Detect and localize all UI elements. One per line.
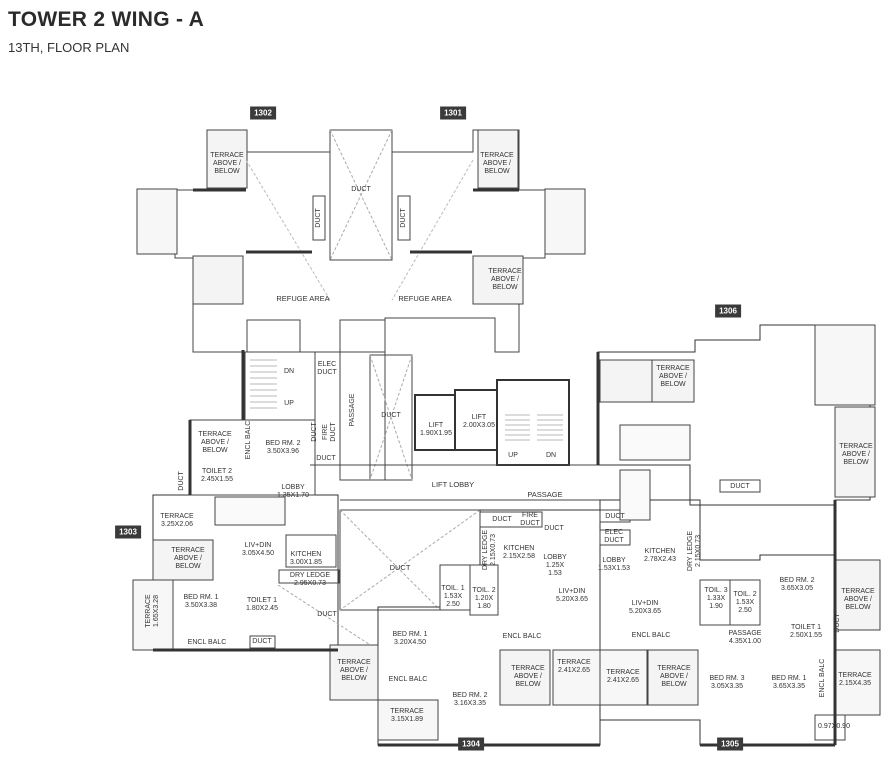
room-label: TERRACE ABOVE / BELOW <box>488 268 522 291</box>
room-label: DUCT <box>315 208 322 228</box>
room-label: DUCT <box>492 516 512 523</box>
unit-tag-1304: 1304 <box>458 737 484 751</box>
room-label: 0.97X0.90 <box>818 723 850 730</box>
room-label: FIRE DUCT <box>520 512 540 527</box>
room-label: BED RM. 1 3.50X3.38 <box>183 594 219 609</box>
room-label: DUCT <box>544 525 564 532</box>
room-label: TOIL. 1 1.53X 2.50 <box>441 585 465 608</box>
room-label: BED RM. 2 3.65X3.05 <box>779 577 815 592</box>
room-label: DUCT <box>316 455 336 462</box>
room-label: TOILET 1 1.80X2.45 <box>246 597 278 612</box>
room-label: DUCT <box>400 208 407 228</box>
unit-tag-1306: 1306 <box>715 304 741 318</box>
room-label: TOIL. 2 1.53X 2.50 <box>733 591 757 614</box>
page-subtitle: 13TH, FLOOR PLAN <box>8 40 130 55</box>
room-label: PASSAGE <box>349 393 356 427</box>
unit-tag-1303: 1303 <box>115 525 141 539</box>
room-label: REFUGE AREA <box>276 294 330 303</box>
room-label: TERRACE ABOVE / BELOW <box>657 665 691 688</box>
room-label: LIFT 1.90X1.95 <box>420 422 452 437</box>
room-label: TOIL. 3 1.33X 1.90 <box>704 587 728 610</box>
room-label: TERRACE ABOVE / BELOW <box>171 547 205 570</box>
unit-tag-1301: 1301 <box>440 106 466 120</box>
room-label: TERRACE ABOVE / BELOW <box>210 152 244 175</box>
room-label: DUCT <box>317 611 337 618</box>
room-label: DUCT <box>605 513 625 520</box>
page-title: TOWER 2 WING - A <box>8 8 205 31</box>
room-label: DUCT <box>834 613 841 633</box>
room-label: KITCHEN 3.00X1.85 <box>290 551 322 566</box>
room-label: LOBBY 1.35X1.70 <box>277 484 309 499</box>
room-label: TERRACE 2.15X4.35 <box>838 672 872 687</box>
room-label: TERRACE 2.41X2.65 <box>557 659 591 674</box>
room-label: BED RM. 3 3.05X3.35 <box>709 675 745 690</box>
room-label: LIV+DIN 5.20X3.65 <box>556 588 588 603</box>
room-label: DUCT <box>381 412 401 419</box>
room-label: TERRACE 3.15X1.89 <box>390 708 424 723</box>
room-label: ENCL BALC <box>187 639 227 646</box>
room-label: LOBBY 1.25X 1.53 <box>543 554 567 577</box>
room-label: BED RM. 1 3.65X3.35 <box>771 675 807 690</box>
room-label: BED RM. 1 3.20X4.50 <box>392 631 428 646</box>
room-label: TERRACE ABOVE / BELOW <box>839 443 873 466</box>
room-label: DN <box>545 452 557 459</box>
room-label: TOILET 1 2.50X1.55 <box>790 624 822 639</box>
room-label: FIRE DUCT <box>322 422 337 442</box>
room-label: PASSAGE 4.35X1.00 <box>728 630 762 645</box>
room-label: DRY LEDGE 2.95X0.73 <box>289 572 331 587</box>
room-label: ENCL BALC <box>502 633 542 640</box>
room-label: ENCL BALC <box>631 632 671 639</box>
room-label: DN <box>283 368 295 375</box>
room-label: TERRACE 2.41X2.65 <box>606 669 640 684</box>
room-label: LIFT 2.00X3.05 <box>463 414 495 429</box>
room-label: ENCL BALC <box>388 676 428 683</box>
room-label: TERRACE ABOVE / BELOW <box>841 588 875 611</box>
room-label: PASSAGE <box>527 490 563 499</box>
room-label: TERRACE ABOVE / BELOW <box>198 431 232 454</box>
room-label: TERRACE ABOVE / BELOW <box>656 365 690 388</box>
room-label: DUCT <box>389 563 411 572</box>
unit-tag-1302: 1302 <box>250 106 276 120</box>
room-label: UP <box>508 452 518 459</box>
room-label: ELEC DUCT <box>317 361 337 376</box>
room-label: BED RM. 2 3.16X3.35 <box>452 692 488 707</box>
room-label: DUCT <box>730 483 750 490</box>
room-label: UP <box>284 400 294 407</box>
room-label: ELEC DUCT <box>604 529 624 544</box>
room-label: DUCT <box>351 186 371 193</box>
room-label: LIFT LOBBY <box>431 480 475 489</box>
room-label: DRY LEDGE 2.15X0.73 <box>687 530 702 572</box>
unit-tag-1305: 1305 <box>717 737 743 751</box>
room-label: ENCL BALC <box>819 658 826 698</box>
room-label: TERRACE ABOVE / BELOW <box>337 659 371 682</box>
room-label: TOIL. 2 1.20X 1.80 <box>472 587 496 610</box>
room-label: DUCT <box>311 422 318 442</box>
room-label: TERRACE 3.25X2.06 <box>160 513 194 528</box>
room-label: KITCHEN 2.15X2.58 <box>503 545 535 560</box>
room-label: LIV+DIN 5.20X3.65 <box>629 600 661 615</box>
room-label: LOBBY 1.53X1.53 <box>598 557 630 572</box>
room-label: DRY LEDGE 2.15X0.73 <box>482 529 497 571</box>
room-label: BED RM. 2 3.50X3.96 <box>265 440 301 455</box>
room-label: DUCT <box>252 638 272 645</box>
room-label: REFUGE AREA <box>398 294 452 303</box>
room-label: TOILET 2 2.45X1.55 <box>201 468 233 483</box>
room-label: TERRACE ABOVE / BELOW <box>511 665 545 688</box>
room-label: DUCT <box>178 471 185 491</box>
room-label: ENCL BALC <box>245 420 252 460</box>
room-label: LIV+DIN 3.05X4.50 <box>242 542 274 557</box>
room-label: TERRACE ABOVE / BELOW <box>480 152 514 175</box>
room-label: TERRACE 1.65X3.28 <box>145 594 160 628</box>
room-label: KITCHEN 2.78X2.43 <box>644 548 676 563</box>
